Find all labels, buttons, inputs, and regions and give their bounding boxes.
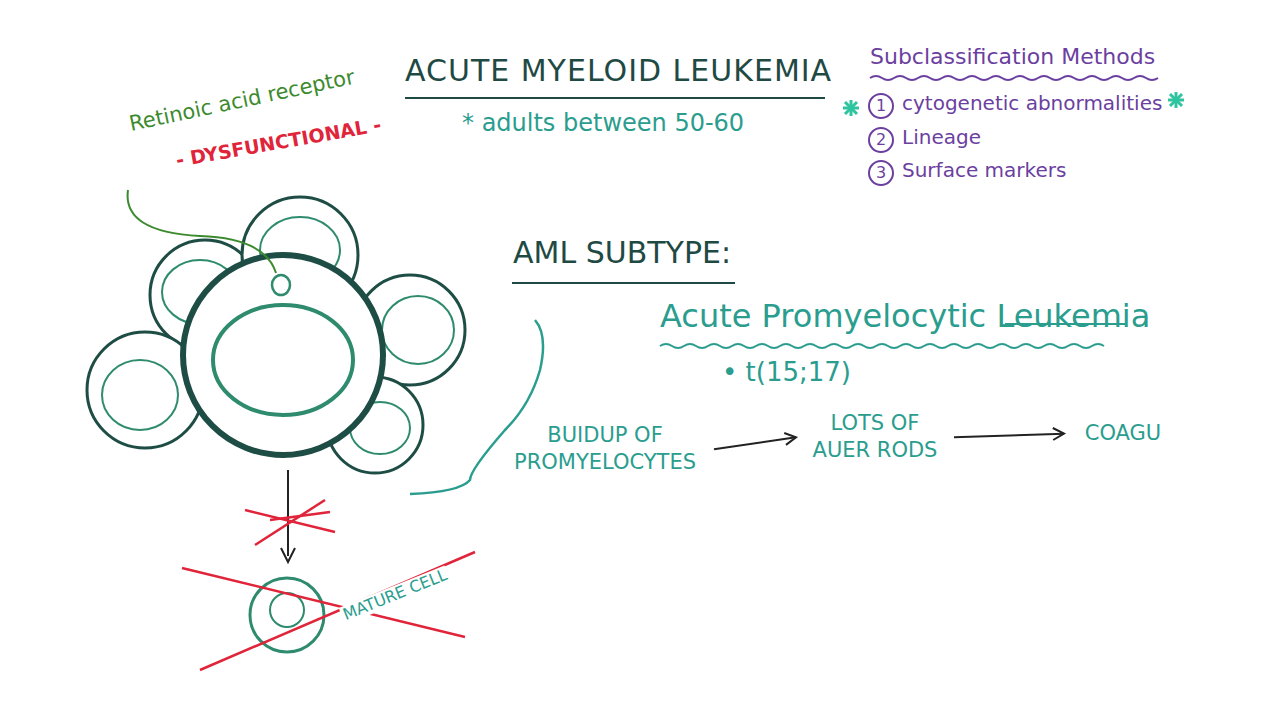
flow-step: COAGU <box>1068 416 1178 451</box>
list-item: cytogenetic abnormalities <box>902 92 1162 115</box>
callout-number: 3 <box>868 160 894 186</box>
mature-nucleus <box>270 593 304 627</box>
callout-label: - DYSFUNCTIONAL - <box>174 114 383 172</box>
arrow-shaft <box>287 470 289 556</box>
subtype-underline <box>512 282 735 284</box>
promyelocyte <box>183 255 383 455</box>
red-x <box>245 500 335 545</box>
granule-inner <box>102 217 454 454</box>
flow-step: BUIDUP OF PROMYELOCYTES <box>500 418 710 481</box>
note: * adults between 50-60 <box>462 110 744 138</box>
arrow-head <box>281 548 295 562</box>
crossed-label: MATURE CELL <box>339 565 452 625</box>
wavy-underline <box>660 344 1104 348</box>
heading: Subclassification Methods <box>870 44 1155 69</box>
list-item: Lineage <box>902 126 981 149</box>
section-heading: AML SUBTYPE: <box>513 236 731 271</box>
nucleus <box>213 305 353 415</box>
callout-number: 1 <box>868 93 894 119</box>
title: ACUTE MYELOID LEUKEMIA <box>405 54 832 89</box>
translocation: • t(15;17) <box>722 358 851 388</box>
cross-out <box>182 552 475 670</box>
list-item: Surface markers <box>902 159 1066 182</box>
leader-line <box>128 190 276 273</box>
wavy-underline <box>870 76 1158 80</box>
star-marks <box>843 92 1184 116</box>
step-text: BUIDUP OF PROMYELOCYTES <box>506 422 704 477</box>
callout-number: 2 <box>868 127 894 153</box>
step-text: COAGU <box>1074 420 1172 447</box>
flow-step: LOTS OF AUER RODS <box>800 406 950 469</box>
step-text: LOTS OF AUER RODS <box>806 410 944 465</box>
flow-arrow <box>714 433 796 449</box>
granules <box>87 197 465 473</box>
mature-cell <box>250 578 324 652</box>
title-underline <box>405 97 825 99</box>
receptor <box>272 275 290 295</box>
subtype-name: Acute Promyelocytic Leukemia <box>660 298 1150 335</box>
flow-arrow <box>954 428 1064 440</box>
